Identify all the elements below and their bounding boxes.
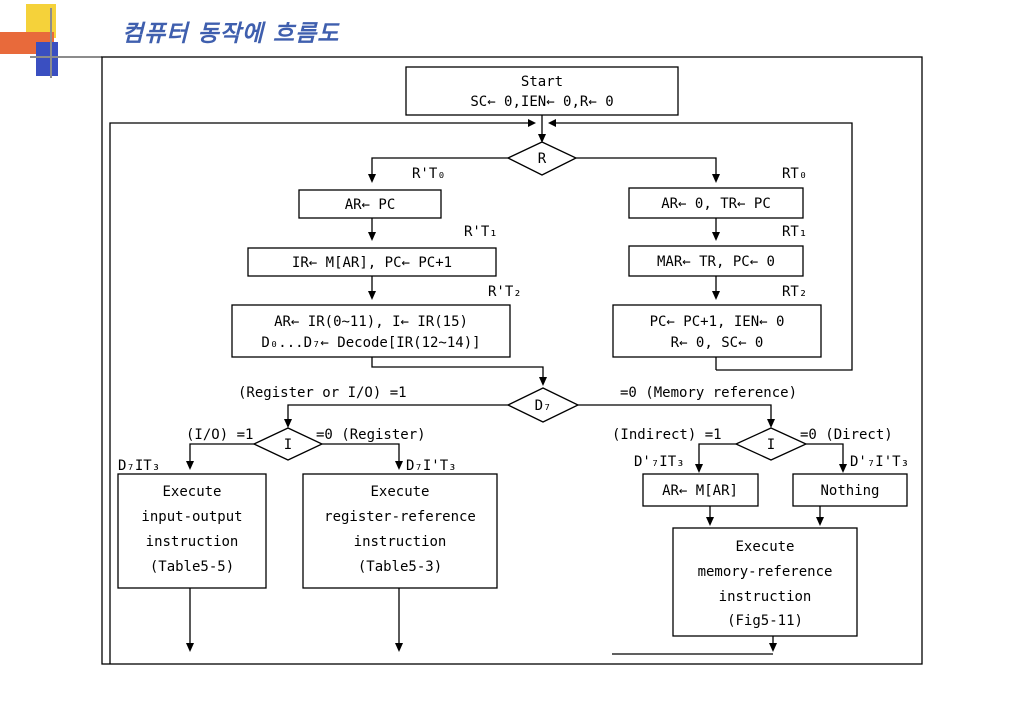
- box-exec-reg: [302, 473, 498, 589]
- box-mar-tr: [628, 245, 804, 277]
- exec-mem-line3: instruction: [719, 589, 812, 605]
- arrow-icon: [839, 464, 847, 473]
- exec-reg-line3: instruction: [354, 534, 447, 550]
- arrow-icon: [539, 377, 547, 386]
- loop-left-line: [109, 122, 534, 664]
- arrow-icon: [368, 232, 376, 241]
- exec-io-line3: instruction: [146, 534, 239, 550]
- decision-r: [506, 141, 578, 176]
- direct-cond-label: D'₇I'T₃: [850, 454, 909, 470]
- indirect-line: [698, 443, 736, 470]
- arrow-icon: [706, 517, 714, 526]
- cond-left-t2: R'T₂: [488, 284, 522, 300]
- exec-reg-line2: register-reference: [324, 509, 476, 525]
- box-mar-tr-label: MAR← TR, PC← 0: [657, 254, 775, 270]
- decision-i-right: [734, 427, 808, 461]
- box-ar-pc-label: AR← PC: [345, 197, 396, 213]
- decision-i-left: [252, 427, 324, 461]
- arrow-icon: [712, 174, 720, 183]
- box-ar-mem-label: AR← M[AR]: [662, 483, 738, 499]
- box-ar0-trpc-label: AR← 0, TR← PC: [661, 196, 771, 212]
- arrow-icon: [528, 119, 536, 127]
- d7-right-line: [578, 404, 772, 424]
- arrow-icon: [186, 461, 194, 470]
- cond-right-t1: RT₁: [782, 224, 807, 240]
- arrow-icon: [712, 232, 720, 241]
- d7-false-label: =0 (Memory reference): [620, 385, 797, 401]
- box-ar-pc: [298, 189, 442, 219]
- arrow-icon: [186, 643, 194, 652]
- d7-left-line: [287, 404, 508, 424]
- exec-io-line2: input-output: [141, 509, 242, 525]
- start-init-label: SC← 0,IEN← 0,R← 0: [470, 94, 613, 110]
- decor-vertical-line: [50, 8, 52, 78]
- box-nothing-label: Nothing: [820, 483, 879, 499]
- to-d7-line: [371, 357, 544, 383]
- io-true-label: (I/O) =1: [186, 427, 253, 443]
- cond-left-t1: R'T₁: [464, 224, 498, 240]
- cond-right-t2: RT₂: [782, 284, 807, 300]
- d7-true-label: (Register or I/O) =1: [238, 385, 407, 401]
- arrow-icon: [395, 643, 403, 652]
- box-decode: [231, 304, 511, 358]
- indirect-cond-label: D'₇IT₃: [634, 454, 685, 470]
- r-left-line: [371, 157, 508, 180]
- slide-title: 컴퓨터 동작에 흐름도: [122, 21, 340, 47]
- box-decode-line1: AR← IR(0~11), I← IR(15): [274, 314, 468, 330]
- cond-left-t0: R'T₀: [412, 166, 446, 182]
- reg-cond-label: D₇I'T₃: [406, 458, 457, 474]
- arrow-icon: [695, 464, 703, 473]
- box-interrupt: [612, 304, 822, 358]
- box-exec-io: [117, 473, 267, 589]
- mem-true-label: (Indirect) =1: [612, 427, 722, 443]
- mem-false-label: =0 (Direct): [800, 427, 893, 443]
- decision-i-right-label: I: [767, 437, 775, 453]
- arrow-icon: [368, 174, 376, 183]
- diagram-frame: [101, 56, 923, 665]
- arrow-icon: [816, 517, 824, 526]
- arrow-icon: [395, 461, 403, 470]
- exec-mem-line4: (Fig5-11): [727, 613, 803, 629]
- r-right-line: [576, 157, 717, 180]
- decision-r-label: R: [538, 151, 547, 167]
- box-fetch-label: IR← M[AR], PC← PC+1: [292, 255, 452, 271]
- exec-io-line1: Execute: [162, 484, 221, 500]
- loop-right-line: [550, 122, 853, 371]
- exec-reg-line4: (Table5-3): [358, 559, 442, 575]
- box-interrupt-line1: PC← PC+1, IEN← 0: [650, 314, 785, 330]
- box-interrupt-line2: R← 0, SC← 0: [671, 335, 764, 351]
- arrow-icon: [368, 291, 376, 300]
- exec-mem-line1: Execute: [735, 539, 794, 555]
- arrow-icon: [538, 134, 546, 143]
- arrow-icon: [284, 419, 292, 428]
- box-fetch: [247, 247, 497, 277]
- arrow-icon: [548, 119, 556, 127]
- decision-d7-label: D₇: [535, 398, 552, 414]
- decision-i-left-label: I: [284, 437, 292, 453]
- start-box: [405, 66, 679, 116]
- box-ar-mem: [642, 473, 759, 507]
- direct-line: [806, 443, 844, 470]
- exec-io-line4: (Table5-5): [150, 559, 234, 575]
- decision-d7: [506, 387, 580, 423]
- arrow-icon: [767, 419, 775, 428]
- cond-right-t0: RT₀: [782, 166, 807, 182]
- box-exec-mem: [672, 527, 858, 637]
- decor-blue-square: [36, 42, 58, 76]
- arrow-icon: [769, 643, 777, 652]
- start-label: Start: [521, 74, 563, 90]
- exec-mem-line2: memory-reference: [698, 564, 833, 580]
- io-cond-label: D₇IT₃: [118, 458, 160, 474]
- io-false-label: =0 (Register): [316, 427, 426, 443]
- box-decode-line2: D₀...D₇← Decode[IR(12~14)]: [261, 335, 480, 351]
- box-nothing: [792, 473, 908, 507]
- box-ar0-trpc: [628, 187, 804, 219]
- reg-line: [322, 443, 400, 466]
- io-line: [189, 443, 254, 466]
- decor-horizontal-line: [30, 56, 102, 58]
- arrow-icon: [712, 291, 720, 300]
- exec-reg-line1: Execute: [370, 484, 429, 500]
